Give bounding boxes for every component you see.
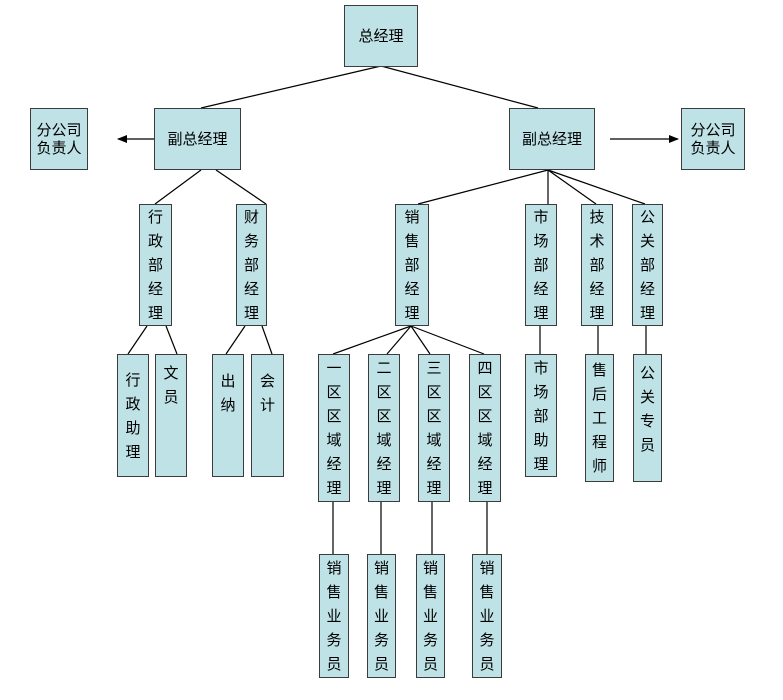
branch-head-left-box: 分公司 负责人 [30,108,88,170]
vice-gm-left-box: 副总经理 [154,108,241,170]
admin-manager-box: 行政部经理 [139,204,172,326]
region-4-manager-box: 四区区域经理 [469,354,501,502]
clerk-box: 文员 [155,354,187,477]
pr-specialist-box: 公关专员 [633,354,662,482]
cashier-box: 出纳 [212,354,244,477]
sales-rep-1-box: 销售业务员 [319,554,349,678]
after-sales-engineer-box: 售后工程师 [585,354,614,482]
sales-rep-4-box: 销售业务员 [472,554,502,678]
region-3-manager-box: 三区区域经理 [418,354,450,502]
finance-manager-box: 财务部经理 [236,204,267,326]
market-assistant-box: 市场部助理 [525,354,557,477]
branch-head-right-box: 分公司 负责人 [681,108,745,170]
vice-gm-right-box: 副总经理 [509,108,595,170]
region-1-manager-box: 一区区域经理 [318,354,350,502]
accountant-box: 会计 [251,354,284,477]
admin-assistant-box: 行政助理 [117,354,149,477]
market-manager-box: 市场部经理 [525,204,557,326]
sales-rep-2-box: 销售业务员 [367,554,396,678]
region-2-manager-box: 二区区域经理 [368,354,400,502]
sales-manager-box: 销售部经理 [395,204,429,326]
tech-manager-box: 技术部经理 [581,204,613,326]
sales-rep-3-box: 销售业务员 [416,554,445,678]
general-manager-box: 总经理 [344,5,418,67]
pr-manager-box: 公关部经理 [632,204,663,326]
